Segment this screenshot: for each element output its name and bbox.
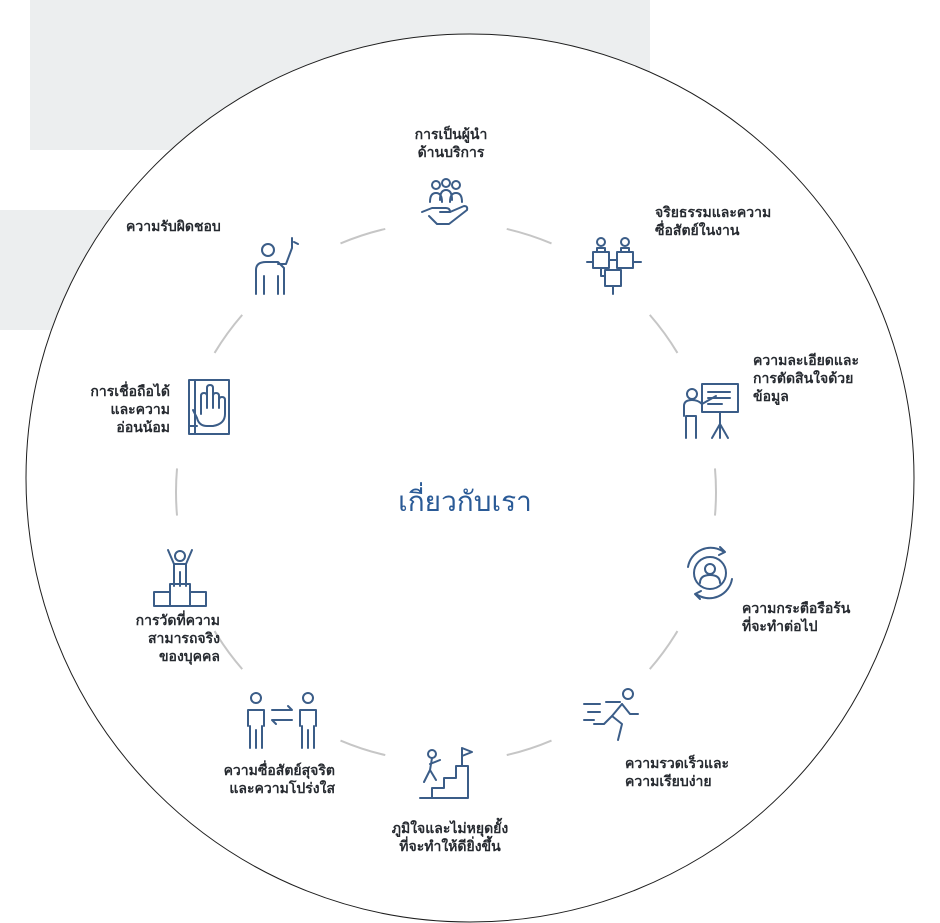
- ring-segment: [213, 630, 243, 670]
- hand-on-book-icon: [188, 379, 230, 435]
- value-label-reliability: การเชื่อถือได้ และความ อ่อนน้อม: [90, 384, 170, 436]
- value-label-ethics: จริยธรรมและความ ซื่อสัตย์ในงาน: [655, 205, 772, 239]
- raised-hand-person-icon: [255, 237, 299, 295]
- puzzle-people-icon: [586, 237, 642, 295]
- ring-segment: [213, 314, 243, 354]
- value-label-integrity: ความซื่อสัตย์สุจริต และความโปร่งใส: [223, 763, 335, 797]
- outer-circle: [25, 33, 915, 923]
- value-label-responsibility: ความรับผิดชอบ: [126, 219, 221, 235]
- ring-segment: [649, 630, 679, 670]
- value-label-merit: การวัดที่ความ สามารถจริง ของบุคคล: [135, 613, 220, 665]
- value-label-service-leadership: การเป็นผู้นำ ด้านบริการ: [414, 127, 488, 161]
- ring-segment: [340, 227, 386, 245]
- climbing-stairs-icon: [419, 747, 473, 799]
- podium-winner-icon: [153, 549, 207, 607]
- ring-segment: [506, 739, 552, 757]
- value-label-enthusiasm: ความกระตือรือร้น ที่จะทำต่อไป: [742, 601, 851, 635]
- ring-segment: [713, 468, 718, 516]
- ring-segment: [506, 227, 552, 245]
- value-label-speed-simplicity: ความรวดเร็วและ ความเรียบง่าย: [625, 756, 730, 790]
- value-label-detail-data: ความละเอียดและ การตัดสินใจด้วย ข้อมูล: [753, 353, 860, 405]
- person-cycle-icon: [687, 546, 733, 600]
- value-label-pride: ภูมิใจและไม่หยุดยั้ง ที่จะทำให้ดียิ่งขึ้…: [391, 821, 509, 855]
- people-in-hand-icon: [421, 178, 469, 225]
- center-title: เกี่ยวกับเรา: [398, 485, 532, 518]
- running-person-icon: [583, 688, 639, 741]
- inner-ring: [174, 227, 718, 757]
- ring-segment: [174, 468, 179, 516]
- presenter-board-icon: [683, 383, 739, 439]
- ring-segment: [649, 314, 679, 354]
- exchange-people-icon: [247, 692, 317, 749]
- ring-segment: [340, 739, 386, 757]
